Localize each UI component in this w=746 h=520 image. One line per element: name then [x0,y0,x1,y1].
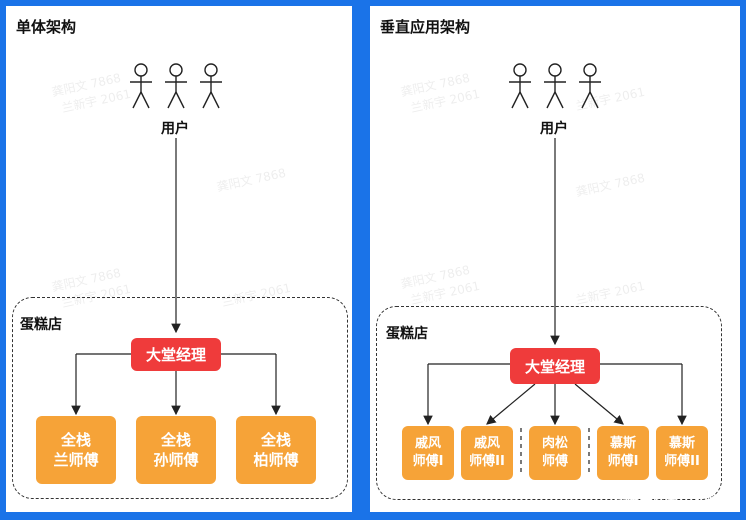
user-icon [579,63,601,109]
worker-role: 慕斯 [668,436,695,452]
cake-shop-group [376,306,722,500]
panel-title: 单体架构 [16,18,77,36]
worker-node: 全栈 兰师傅 [36,416,116,484]
user-icon [165,63,187,109]
users-label: 用户 [540,121,568,137]
worker-role: 慕斯 [609,436,636,452]
left-connectors [71,63,281,416]
user-icon [509,63,531,109]
worker-name: 师傅I [607,454,639,469]
worker-name: 师傅I [412,454,444,469]
worker-name: 师傅 [541,454,568,469]
worker-name: 兰师傅 [53,451,99,469]
worker-node: 全栈 柏师傅 [236,416,316,484]
vertical-architecture-panel: 垂直应用架构 龚阳文 7868 兰新宇 2061 兰新宇 2061 龚阳文 78… [370,6,740,512]
group-label: 蛋糕店 [20,317,62,333]
worker-role: 全栈 [160,430,191,449]
worker-node: 肉松 师傅 [529,426,581,480]
worker-name: 师傅II [664,454,700,469]
worker-name: 柏师傅 [253,451,299,469]
user-icon [200,63,222,109]
users-label: 用户 [161,121,189,137]
worker-name: 孙师傅 [153,451,199,469]
site-credit: @稀土掘金技术社区 [612,495,730,510]
worker-node: 戚风 师傅II [461,426,513,480]
lobby-manager-node: 大堂经理 [510,348,600,384]
worker-name: 师傅II [469,454,505,469]
worker-node: 慕斯 师傅I [597,426,649,480]
panel-title: 垂直应用架构 [380,18,471,36]
worker-node: 慕斯 师傅II [656,426,708,480]
worker-role: 戚风 [473,436,500,452]
user-icon [130,63,152,109]
worker-role: 全栈 [60,430,91,449]
monolithic-architecture-panel: 单体架构 龚阳文 7868 兰新宇 2061 龚阳文 7868 龚阳文 7868… [6,6,352,512]
right-connectors [423,63,687,476]
user-icon [544,63,566,109]
worker-role: 戚风 [414,436,441,452]
lobby-manager-node: 大堂经理 [131,338,221,371]
worker-role: 全栈 [260,430,291,449]
worker-node: 全栈 孙师傅 [136,416,216,484]
worker-role: 肉松 [541,436,568,452]
worker-node: 戚风 师傅I [402,426,454,480]
cake-shop-group [12,297,348,499]
group-label: 蛋糕店 [386,326,428,342]
